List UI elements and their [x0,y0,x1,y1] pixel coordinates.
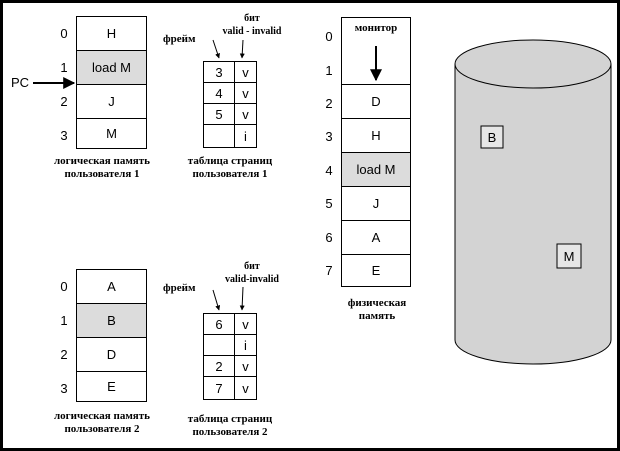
disk-page-m-label: M [564,249,575,264]
frame-pointer-arrow [213,40,219,58]
bit-pointer-arrow [242,287,243,310]
disk-cylinder [455,40,611,364]
disk-page-b: B [481,126,503,148]
disk-page-b-label: B [488,130,497,145]
bit-pointer-arrow [242,40,243,58]
frame-pointer-arrow [213,290,219,310]
disk-page-m: M [557,244,581,268]
